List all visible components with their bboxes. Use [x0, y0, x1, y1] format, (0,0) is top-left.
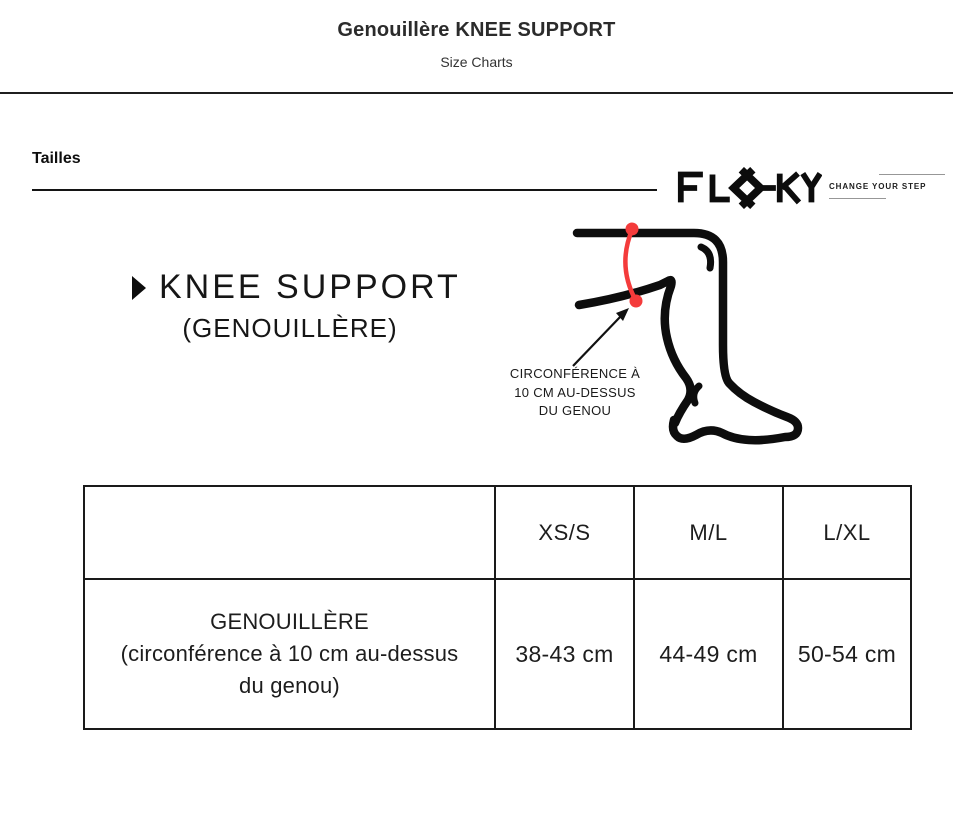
page-title: Genouillère KNEE SUPPORT [337, 19, 616, 41]
ankle-mark [690, 382, 703, 407]
product-name: KNEE SUPPORT [159, 268, 461, 306]
size-value-m-l: 44-49 cm [633, 578, 784, 730]
measurement-dot-bottom [629, 294, 643, 308]
size-table-corner-cell [83, 485, 496, 580]
figure-caption-line: 10 CM AU-DESSUS [514, 384, 636, 400]
size-value-xs-s: 38-43 cm [494, 578, 635, 730]
size-table-header-m-l: M/L [633, 485, 784, 580]
pointer-arrow-head [616, 308, 629, 321]
size-table-row-genouillere: GENOUILLÈRE (circonférence à 10 cm au-de… [83, 578, 912, 730]
product-heading: KNEE SUPPORT (GENOUILLÈRE) [132, 268, 458, 344]
page-subtitle: Size Charts [440, 54, 513, 70]
pointer-arrow-line [572, 315, 622, 367]
section-underline [32, 189, 657, 191]
size-table-header-row: XS/S M/L L/XL [83, 485, 912, 580]
figure-caption: CIRCONFÉRENCE À 10 CM AU-DESSUS DU GENOU [500, 365, 650, 421]
tagline-rule-top [879, 174, 945, 175]
figure-caption-line: DU GENOU [538, 403, 612, 418]
measurement-dot-top [625, 222, 639, 236]
triangle-bullet-icon [132, 275, 146, 300]
size-table: XS/S M/L L/XL GENOUILLÈRE (circonférence… [83, 485, 912, 730]
leg-outline-back [574, 275, 695, 428]
size-row-label: GENOUILLÈRE (circonférence à 10 cm au-de… [83, 578, 496, 730]
knee-measurement-illustration [572, 222, 803, 445]
figure-caption-line: CIRCONFÉRENCE À [509, 366, 641, 381]
size-table-header-xs-s: XS/S [494, 485, 635, 580]
measurement-band [623, 227, 639, 304]
header-divider [0, 92, 953, 94]
product-alt-name: (GENOUILLÈRE) [182, 313, 398, 343]
section-heading-tailles: Tailles [32, 150, 81, 167]
brand-tagline: CHANGE YOUR STEP [829, 174, 945, 199]
tagline-text: CHANGE YOUR STEP [829, 182, 927, 191]
size-table-header-l-xl: L/XL [782, 485, 912, 580]
floky-logo-icon [677, 167, 822, 209]
size-value-l-xl: 50-54 cm [782, 578, 912, 730]
leg-outline-front [572, 228, 803, 445]
tagline-rule-bottom [829, 198, 886, 199]
knee-crease-mark [697, 243, 715, 272]
